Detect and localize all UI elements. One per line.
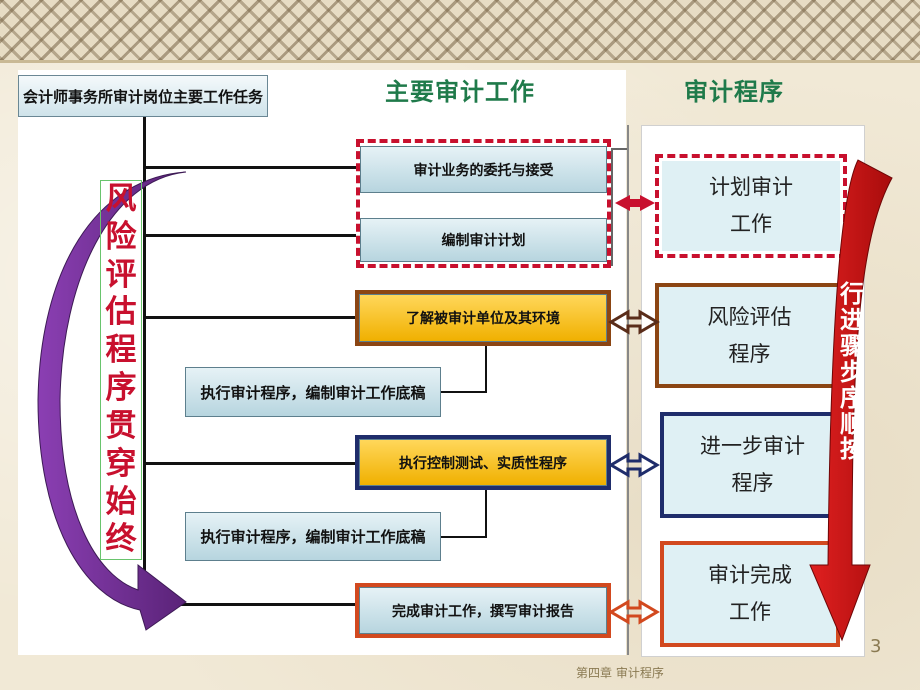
branch-line: [143, 234, 356, 237]
branch-line: [143, 166, 356, 169]
procedure-risk-line2: 程序: [728, 341, 771, 366]
plan-group-frame: [356, 139, 611, 268]
procedure-risk-line1: 风险评估: [707, 304, 792, 329]
task-audit-plan: 编制审计计划: [360, 218, 607, 262]
procedure-plan-line2: 工作: [730, 212, 772, 236]
bracket-line: [611, 148, 629, 150]
procedure-risk: 风险评估程序: [659, 287, 840, 384]
task-workpapers-1: 执行审计程序，编制审计工作底稿: [185, 367, 441, 417]
branch-line: [143, 603, 356, 606]
task-report: 完成审计工作，撰写审计报告: [359, 587, 607, 634]
procedure-complete-line2: 工作: [729, 600, 771, 624]
footer-chapter: 第四章 审计程序: [576, 666, 664, 680]
decorative-border: [0, 0, 920, 63]
page-number: 3: [870, 636, 882, 657]
procedure-plan-line1: 计划审计: [709, 175, 793, 200]
double-arrow-plan: [615, 195, 655, 211]
risk-task-frame: [355, 290, 611, 346]
task-understand-entity: 了解被审计单位及其环境: [359, 294, 607, 342]
heading-procedures: 审计程序: [684, 78, 784, 106]
procedure-further-line1: 进一步审计: [700, 434, 805, 459]
procedure-frame-plan: [655, 154, 847, 258]
procedure-plan: 计划审计工作: [662, 161, 840, 251]
sub-connector: [441, 536, 487, 538]
branch-line: [143, 462, 356, 465]
heading-main-work: 主要审计工作: [385, 78, 535, 106]
top-task-box: 会计师事务所审计岗位主要工作任务: [18, 75, 268, 117]
task-engagement: 审计业务的委托与接受: [360, 146, 607, 193]
right-arrow-label: 行进骤步序顺按: [840, 280, 864, 464]
sub-connector: [485, 488, 487, 537]
left-arrow-label: 风险评估程序贯穿始终: [100, 180, 142, 560]
complete-task-frame: [355, 583, 611, 638]
right-down-arrow: [809, 159, 893, 642]
branch-line: [143, 316, 356, 319]
bracket-line: [611, 148, 613, 266]
procedure-complete: 审计完成工作: [664, 545, 836, 643]
procedure-complete-line1: 审计完成: [708, 563, 792, 588]
left-curved-arrow: [37, 171, 187, 631]
task-control-tests: 执行控制测试、实质性程序: [359, 439, 607, 486]
procedure-further-line2: 程序: [731, 471, 774, 495]
task-workpapers-2: 执行审计程序，编制审计工作底稿: [185, 512, 441, 561]
double-arrow-further: [608, 452, 660, 478]
trunk-line: [143, 117, 146, 604]
sub-connector: [441, 391, 487, 393]
sub-connector: [485, 345, 487, 392]
divider-line: [627, 125, 629, 655]
double-arrow-complete: [608, 599, 660, 625]
procedure-further: 进一步审计程序: [664, 416, 841, 514]
double-arrow-risk: [608, 309, 660, 335]
further-task-frame: [355, 435, 611, 490]
